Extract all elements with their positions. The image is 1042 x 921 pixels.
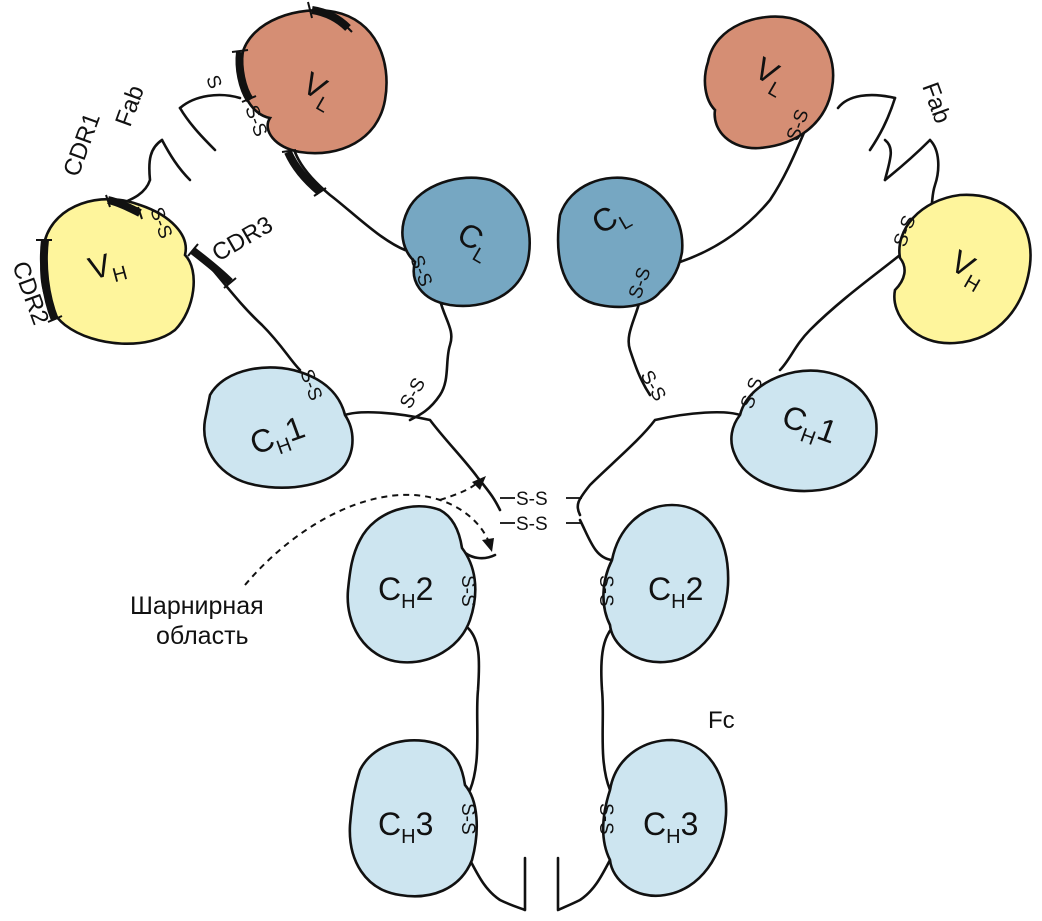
cdr-marks — [36, 1, 353, 323]
hinge-arrow-curve — [244, 493, 491, 586]
right-ch3-label: CH3 — [643, 806, 698, 848]
s-label: S — [201, 73, 225, 92]
cdr-tick — [137, 206, 143, 220]
left-heavy-arm — [116, 138, 164, 207]
ss-label: S-S — [595, 803, 616, 835]
right-ch2-domain — [602, 503, 730, 664]
right-hinge-chain — [576, 410, 742, 562]
hinge-arrows — [244, 476, 494, 586]
ss-label: S-S — [516, 489, 548, 510]
right-fab-label: Fab — [916, 79, 956, 127]
cdr1-label: CDR1 — [58, 109, 106, 180]
hinge-label-line1: Шарнирная — [130, 592, 264, 620]
cdr-mark-cdr3 — [189, 246, 233, 285]
left-ch3-domain — [348, 739, 478, 898]
ss-label: S-S — [457, 575, 478, 607]
disulfide-bonds — [500, 497, 582, 524]
fc-label: Fc — [708, 707, 735, 734]
right-vh-domain — [893, 193, 1032, 345]
right-ch1-label: CH1 — [776, 398, 842, 456]
cdr-mark-vl-bottom — [284, 150, 323, 196]
ss-label: S-S — [396, 375, 430, 413]
right-fab-bracket-inner — [883, 138, 932, 182]
right-fab-bracket-outer — [868, 96, 897, 152]
hinge-label-line2: область — [156, 622, 249, 650]
hinge-arrow-curve-upper — [439, 481, 479, 501]
right-heavy-vh-ch1 — [778, 253, 902, 372]
left-fab-bracket-outer — [178, 106, 217, 152]
domains — [40, 9, 1032, 898]
cdr-tick — [281, 149, 297, 153]
cdr3-label: CDR3 — [208, 211, 278, 267]
left-ch2-domain — [346, 504, 477, 664]
left-ch3-label: CH3 — [378, 806, 433, 848]
cdr-tick — [307, 1, 313, 19]
right-ch1-domain — [730, 369, 878, 493]
right-cl-domain — [556, 176, 684, 309]
cdr-tick — [241, 95, 257, 103]
left-fab-bracket-inner — [160, 138, 192, 182]
ss-label: S-S — [636, 367, 670, 405]
cdr-mark-vl-left — [235, 51, 254, 103]
ss-label: S-S — [457, 803, 478, 835]
right-ch2-ch3-linker — [600, 626, 614, 792]
ss-label: S-S — [516, 514, 548, 535]
cdr-tick — [223, 277, 237, 289]
cdr-tick — [47, 315, 63, 323]
left-cl-domain — [401, 176, 531, 308]
cdr-tick — [231, 49, 249, 53]
right-light-chain — [627, 93, 897, 397]
right-tail — [556, 856, 612, 912]
left-ch2-ch3-linker — [466, 626, 481, 792]
left-ch2-label: CH2 — [378, 571, 433, 613]
arrowhead-icon — [482, 538, 494, 552]
cdr-tick — [313, 187, 327, 197]
cdr-tick — [105, 194, 111, 208]
cdr-mark-cdr2 — [39, 239, 59, 322]
cdr-tick — [339, 19, 353, 33]
arrowhead-icon — [472, 476, 486, 490]
cdr-tick — [187, 243, 199, 257]
cdr-mark-cdr1 — [107, 196, 142, 217]
ss-label: S-S — [595, 575, 616, 607]
right-ch3-domain — [601, 738, 728, 898]
right-vl-domain — [703, 15, 835, 150]
right-ch2-label: CH2 — [648, 571, 703, 613]
left-tail — [468, 856, 527, 912]
left-fab-label: Fab — [110, 82, 150, 130]
left-ch1-domain — [202, 366, 354, 489]
